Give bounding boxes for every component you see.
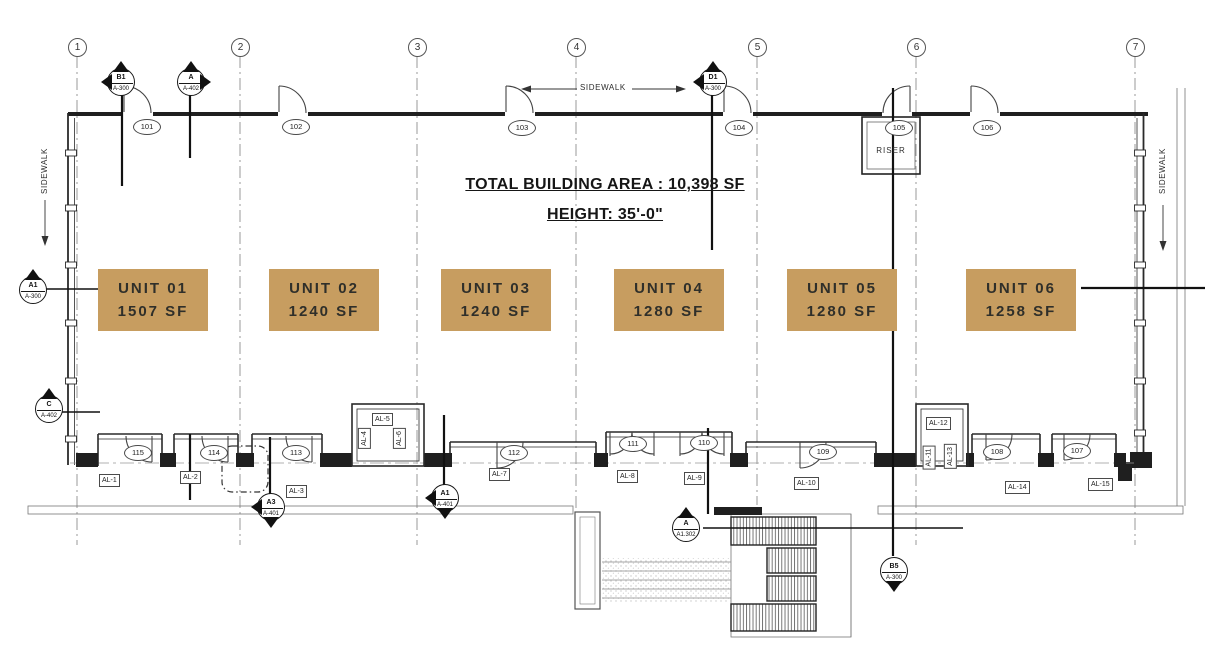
sidewalk-label-left: SIDEWALK	[40, 148, 49, 194]
unit-06-name: UNIT 06	[986, 280, 1056, 297]
section-arrow-icon	[25, 269, 41, 280]
sidewalk-arrows	[41, 85, 1167, 251]
al-tag-14: AL-14	[1005, 481, 1030, 494]
door-tag-109: 109	[809, 444, 837, 460]
section-marker-b5-a300: B5 A-300	[880, 557, 908, 592]
unit-04-area: 1280 SF	[633, 303, 705, 320]
door-tag-104: 104	[725, 120, 753, 136]
al-tag-13: AL-13	[943, 444, 957, 469]
section-marker-a1-a300: A1 A-300	[19, 269, 47, 304]
section-arrow-icon	[183, 61, 199, 72]
ramp	[602, 558, 731, 602]
section-arrow-icon	[437, 508, 453, 519]
door-tag-107: 107	[1063, 443, 1091, 459]
unit-01-name: UNIT 01	[118, 280, 188, 297]
unit-06-area: 1258 SF	[985, 303, 1057, 320]
al-tag-1: AL-1	[99, 474, 120, 487]
section-arrow-icon	[101, 74, 112, 90]
door-tag-101: 101	[133, 119, 161, 135]
grid-bubble-5: 5	[748, 38, 767, 57]
door-tag-115: 115	[124, 445, 152, 461]
sidewalk-edges	[27, 88, 1186, 515]
section-arrow-icon	[200, 74, 211, 90]
al-tag-12: AL-12	[926, 417, 951, 430]
unit-02-name: UNIT 02	[289, 280, 359, 297]
north-door-swings	[123, 85, 999, 114]
sidewalk-label-right: SIDEWALK	[1158, 148, 1167, 194]
north-wall	[68, 85, 1148, 118]
door-tag-113: 113	[282, 445, 310, 461]
al-tag-5: AL-5	[372, 413, 393, 426]
unit-04-name: UNIT 04	[634, 280, 704, 297]
unit-01-area: 1507 SF	[117, 303, 189, 320]
al-tag-8: AL-8	[617, 470, 638, 483]
grid-bubble-2: 2	[231, 38, 250, 57]
al-tag-15: AL-15	[1088, 478, 1113, 491]
unit-06-label: UNIT 06 1258 SF	[966, 269, 1076, 331]
unit-03-area: 1240 SF	[460, 303, 532, 320]
section-marker-a3-a401: A3 A-401	[251, 493, 285, 528]
door-tag-102: 102	[282, 119, 310, 135]
section-marker-b1-a300: B1 A-300	[101, 61, 135, 96]
section-arrow-icon	[251, 499, 262, 515]
grid-bubble-3: 3	[408, 38, 427, 57]
door-tag-103: 103	[508, 120, 536, 136]
dashed-enclosure	[221, 445, 269, 493]
unit-05-area: 1280 SF	[806, 303, 878, 320]
grid-bubble-4: 4	[567, 38, 586, 57]
section-marker-d1-a300: D1 A-300	[693, 61, 727, 96]
grid-bubble-1: 1	[68, 38, 87, 57]
door-tag-108: 108	[983, 444, 1011, 460]
section-arrow-icon	[425, 490, 436, 506]
unit-01-label: UNIT 01 1507 SF	[98, 269, 208, 331]
section-marker-a1-a401: A1 A-401	[425, 484, 459, 519]
al-tag-9: AL-9	[684, 472, 705, 485]
al-tag-10: AL-10	[794, 477, 819, 490]
section-arrow-icon	[678, 507, 694, 518]
grid-bubble-7: 7	[1126, 38, 1145, 57]
section-arrow-icon	[693, 74, 704, 90]
al-tag-2: AL-2	[180, 471, 201, 484]
al-tag-3: AL-3	[286, 485, 307, 498]
unit-03-name: UNIT 03	[461, 280, 531, 297]
vestibules	[351, 403, 969, 467]
sidewalk-label-top: SIDEWALK	[580, 83, 626, 92]
south-wall	[70, 431, 1135, 469]
stairs	[714, 507, 852, 638]
unit-03-label: UNIT 03 1240 SF	[441, 269, 551, 331]
unit-02-area: 1240 SF	[288, 303, 360, 320]
section-arrow-icon	[113, 61, 129, 72]
door-tag-112: 112	[500, 445, 528, 461]
unit-02-label: UNIT 02 1240 SF	[269, 269, 379, 331]
unit-05-label: UNIT 05 1280 SF	[787, 269, 897, 331]
riser-room-label: RISER	[876, 146, 906, 155]
al-tag-4: AL-4	[357, 428, 371, 449]
section-arrow-icon	[263, 517, 279, 528]
door-tag-110: 110	[690, 435, 718, 451]
door-tag-111: 111	[619, 436, 647, 452]
section-marker-a-a402: A A-402	[177, 61, 211, 96]
total-building-area-text: TOTAL BUILDING AREA : 10,398 SF	[465, 176, 745, 193]
planter	[574, 511, 601, 610]
section-arrow-icon	[886, 581, 902, 592]
al-tag-7: AL-7	[489, 468, 510, 481]
grid-bubble-6: 6	[907, 38, 926, 57]
unit-05-name: UNIT 05	[807, 280, 877, 297]
section-arrow-icon	[705, 61, 721, 72]
al-tag-11: AL-11	[922, 445, 936, 470]
section-marker-c-a402: C A-402	[35, 388, 63, 423]
unit-04-label: UNIT 04 1280 SF	[614, 269, 724, 331]
door-tag-105: 105	[885, 120, 913, 136]
al-tag-6: AL-6	[392, 428, 406, 449]
section-arrow-icon	[41, 388, 57, 399]
door-tag-114: 114	[200, 445, 228, 461]
south-wall-piers	[76, 453, 1126, 467]
detail-marker-a-a1302: A A1.302	[672, 507, 700, 542]
building-height-text: HEIGHT: 35'-0"	[546, 206, 664, 223]
door-tag-106: 106	[973, 120, 1001, 136]
